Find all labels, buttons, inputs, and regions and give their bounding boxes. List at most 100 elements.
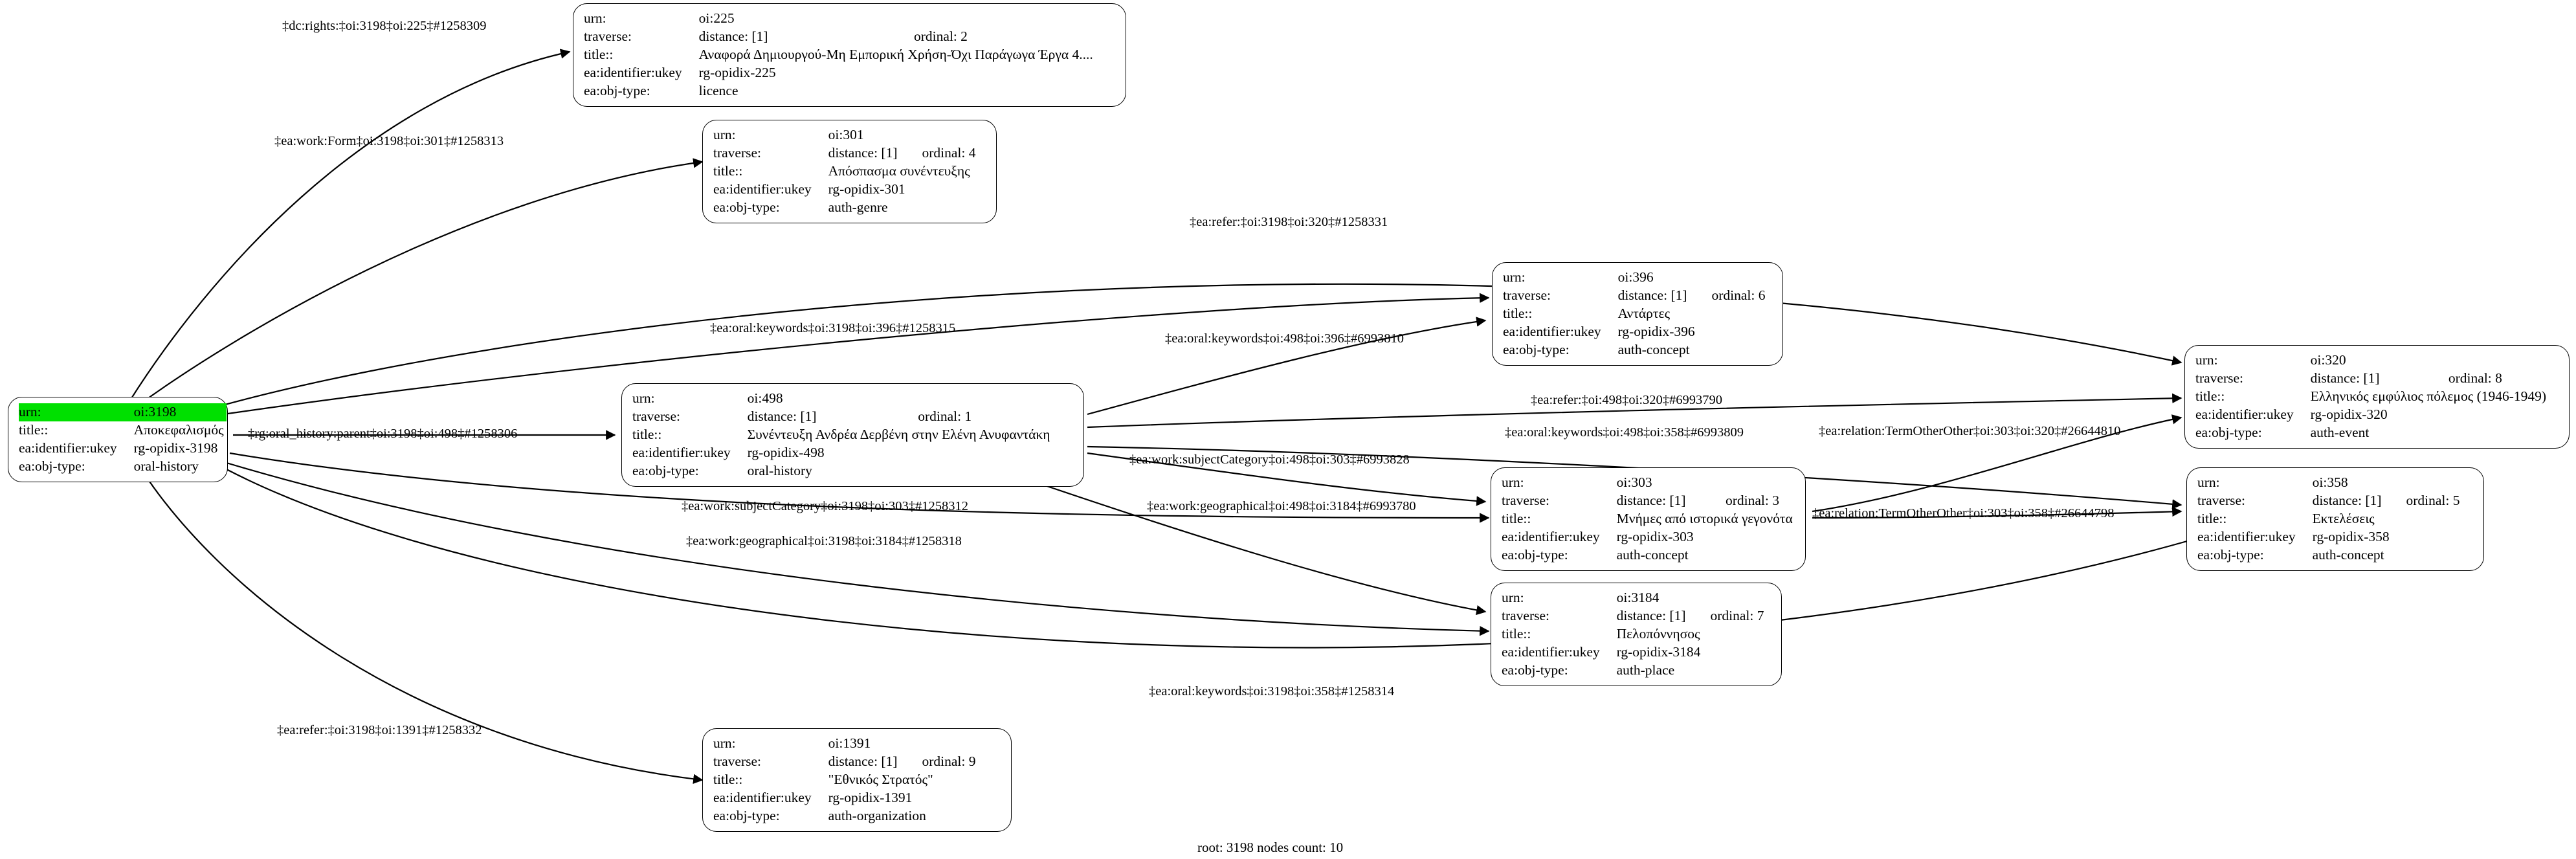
node-3184[interactable]: urn: oi:3184 traverse: distance: [1] ord… [1491, 583, 1782, 686]
node-225[interactable]: urn: oi:225 traverse: distance: [1] ordi… [573, 3, 1126, 107]
field-label-traverse: traverse: [584, 28, 632, 44]
node-358-row-ukey: ea:identifier:ukey rg-opidix-358 [2197, 528, 2460, 546]
node-3198[interactable]: urn: oi:3198 title:: Αποκεφαλισμός ea:id… [8, 397, 228, 482]
node-303-ordinal: ordinal: 3 [1725, 492, 1779, 508]
node-498-urn-pad [896, 390, 1052, 408]
edge-label-e1: ‡dc:rights:‡oi:3198‡oi:225‡#1258309 [282, 19, 487, 33]
node-1391-urn-pad [900, 735, 976, 753]
node-225-traverse: distance: [1] [698, 28, 768, 44]
node-396-ordinal: ordinal: 6 [1711, 287, 1766, 303]
field-label-title: title:: [1502, 510, 1531, 526]
node-301-title: Απόσπασμα συνέντευξης [828, 162, 970, 179]
node-3184-row-objtype: ea:obj-type: auth-place [1502, 662, 1764, 680]
node-396-title: Αντάρτες [1617, 305, 1671, 321]
field-label-ukey: ea:identifier:ukey [2197, 528, 2296, 544]
field-label-objtype: ea:obj-type: [2197, 546, 2264, 563]
field-label-title: title:: [1503, 305, 1533, 321]
node-320-title: Ελληνικός εμφύλιος πόλεμος (1946-1949) [2310, 388, 2547, 404]
node-3184-urn: oi:3184 [1616, 590, 1660, 605]
node-396-urn: oi:396 [1617, 269, 1654, 285]
node-396[interactable]: urn: oi:396 traverse: distance: [1] ordi… [1492, 262, 1783, 366]
edge-label-e3: ‡ea:refer:‡oi:3198‡oi:320‡#1258331 [1190, 215, 1388, 229]
edge-path-e15 [226, 469, 2202, 649]
edge-label-e16: ‡ea:refer:‡oi:3198‡oi:1391‡#1258332 [277, 723, 482, 737]
node-320[interactable]: urn: oi:320 traverse: distance: [1] ordi… [2184, 345, 2570, 449]
field-label-urn: urn: [2195, 352, 2218, 368]
field-label-traverse: traverse: [713, 753, 762, 769]
field-label-objtype: ea:obj-type: [1503, 341, 1570, 357]
node-301-traverse: distance: [1] [828, 144, 898, 161]
edge-label-e15: ‡ea:oral:keywords‡oi:3198‡oi:358‡#125831… [1149, 684, 1395, 698]
edge-label-e9: ‡ea:relation:TermOtherOther‡oi:303‡oi:32… [1819, 424, 2121, 438]
field-label-ukey: ea:identifier:ukey [632, 444, 731, 460]
node-320-urn-pad [2426, 351, 2549, 370]
node-3184-traverse: distance: [1] [1616, 607, 1686, 623]
node-303-row-traverse: traverse: distance: [1] ordinal: 3 [1502, 492, 1795, 510]
field-label-urn: urn: [1502, 590, 1524, 605]
edge-label-e5: ‡ea:oral:keywords‡oi:498‡oi:396‡#6993810 [1165, 331, 1404, 346]
node-358-row-title: title:: Εκτελέσεις [2197, 510, 2460, 528]
node-1391[interactable]: urn: oi:1391 traverse: distance: [1] ord… [702, 728, 1012, 832]
node-498[interactable]: urn: oi:498 traverse: distance: [1] ordi… [621, 383, 1084, 487]
node-498-objtype: oral-history [747, 462, 812, 478]
node-301-urn-pad [900, 126, 976, 144]
node-498-traverse: distance: [1] [747, 408, 817, 424]
edge-label-e14: ‡ea:work:geographical‡oi:3198‡oi:3184‡#1… [686, 534, 962, 548]
node-225-row-urn: urn: oi:225 [584, 10, 1096, 28]
edge-label-e12: ‡ea:work:geographical‡oi:498‡oi:3184‡#69… [1147, 499, 1416, 513]
node-358[interactable]: urn: oi:358 traverse: distance: [1] ordi… [2186, 467, 2484, 571]
field-label-title: title:: [2197, 510, 2227, 526]
node-1391-row-objtype: ea:obj-type: auth-organization [713, 807, 976, 825]
node-396-row-title: title:: Αντάρτες [1503, 305, 1766, 323]
node-1391-ukey: rg-opidix-1391 [828, 789, 913, 805]
node-1391-ordinal: ordinal: 9 [922, 753, 976, 769]
node-301-objtype: auth-genre [828, 199, 888, 215]
field-label-ukey: ea:identifier:ukey [1502, 528, 1600, 544]
node-320-row-ukey: ea:identifier:ukey rg-opidix-320 [2195, 406, 2549, 424]
field-label-title: title:: [632, 426, 662, 442]
edge-label-e6: ‡rg:oral_history:parent‡oi:3198‡oi:498‡#… [248, 427, 518, 441]
node-225-ordinal: ordinal: 2 [913, 28, 968, 44]
field-label-urn: urn: [1502, 474, 1524, 490]
field-label-traverse: traverse: [632, 408, 681, 424]
field-label-ukey: ea:identifier:ukey [2195, 406, 2294, 422]
node-3184-objtype: auth-place [1616, 662, 1675, 678]
edge-label-e4: ‡ea:oral:keywords‡oi:3198‡oi:396‡#125831… [710, 321, 956, 335]
edge-label-e11: ‡ea:work:subjectCategory‡oi:3198‡oi:303‡… [682, 499, 968, 513]
node-301-row-traverse: traverse: distance: [1] ordinal: 4 [713, 144, 976, 162]
field-label-objtype: ea:obj-type: [713, 807, 780, 823]
node-225-urn: oi:225 [698, 10, 735, 26]
field-label-urn: urn: [632, 390, 655, 406]
node-303-title: Μνήμες από ιστορικά γεγονότα [1616, 510, 1793, 526]
node-3198-ukey: rg-opidix-3198 [133, 440, 218, 456]
node-1391-title: "Εθνικός Στρατός" [828, 771, 933, 787]
node-396-urn-pad [1690, 269, 1766, 287]
node-301-row-ukey: ea:identifier:ukey rg-opidix-301 [713, 181, 976, 199]
node-301-row-title: title:: Απόσπασμα συνέντευξης [713, 162, 976, 181]
field-label-urn: urn: [584, 10, 606, 26]
node-3198-urn: oi:3198 [133, 403, 227, 421]
node-358-row-objtype: ea:obj-type: auth-concept [2197, 546, 2460, 564]
node-1391-row-urn: urn: oi:1391 [713, 735, 976, 753]
node-301-row-objtype: ea:obj-type: auth-genre [713, 199, 976, 217]
node-301[interactable]: urn: oi:301 traverse: distance: [1] ordi… [702, 120, 997, 223]
field-label-title: title:: [584, 46, 614, 62]
field-label-title: title:: [1502, 625, 1531, 641]
node-3184-row-traverse: traverse: distance: [1] ordinal: 7 [1502, 607, 1764, 625]
node-303[interactable]: urn: oi:303 traverse: distance: [1] ordi… [1491, 467, 1806, 571]
node-225-row-traverse: traverse: distance: [1] ordinal: 2 [584, 28, 1096, 46]
node-303-objtype: auth-concept [1616, 546, 1689, 563]
node-301-ordinal: ordinal: 4 [922, 144, 976, 161]
node-358-urn-pad [2384, 474, 2460, 492]
field-label-title: title:: [713, 771, 743, 787]
node-3198-row-urn: urn: oi:3198 [19, 403, 227, 421]
field-label-traverse: traverse: [713, 144, 762, 161]
node-303-row-title: title:: Μνήμες από ιστορικά γεγονότα [1502, 510, 1795, 528]
node-1391-traverse: distance: [1] [828, 753, 898, 769]
field-label-objtype: ea:obj-type: [19, 458, 85, 474]
node-1391-row-ukey: ea:identifier:ukey rg-opidix-1391 [713, 789, 976, 807]
node-1391-row-traverse: traverse: distance: [1] ordinal: 9 [713, 753, 976, 771]
node-225-urn-pad [892, 10, 1096, 28]
field-label-traverse: traverse: [1503, 287, 1551, 303]
node-498-row-ukey: ea:identifier:ukey rg-opidix-498 [632, 444, 1052, 462]
